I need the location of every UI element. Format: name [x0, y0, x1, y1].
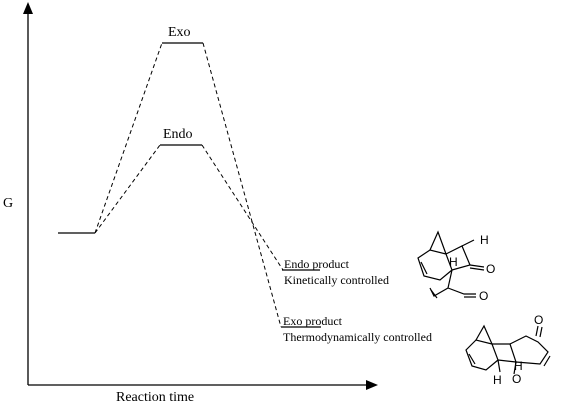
endo-path-rise [94, 144, 161, 234]
exo-path-fall [202, 42, 282, 328]
endo-product-label: Endo product [284, 257, 350, 271]
exo-path-rise [94, 42, 163, 234]
x-axis-arrowhead [366, 380, 378, 390]
x-axis-label: Reaction time [116, 390, 194, 405]
endo-o-atom-2: O [479, 289, 488, 303]
endo-ts-label: Endo [163, 127, 193, 142]
endo-path-fall [201, 144, 284, 271]
y-axis-label: G [3, 196, 13, 211]
endo-h-atom: H [480, 233, 489, 247]
exo-ts-label: Exo [168, 25, 191, 40]
endo-product-control: Kinetically controlled [284, 273, 389, 287]
exo-product-structure [465, 324, 551, 375]
endo-product-structure [417, 230, 485, 299]
exo-o-atom-2: O [512, 372, 521, 386]
exo-h-atom-2: H [493, 373, 502, 387]
exo-product-control: Thermodynamically controlled [283, 330, 432, 344]
endo-o-atom: O [486, 262, 495, 276]
exo-h-atom: H [514, 359, 523, 373]
y-axis-arrowhead [23, 2, 33, 14]
endo-h-atom-2: H [449, 255, 458, 269]
exo-o-atom: O [534, 313, 543, 327]
exo-product-label: Exo product [283, 314, 343, 328]
